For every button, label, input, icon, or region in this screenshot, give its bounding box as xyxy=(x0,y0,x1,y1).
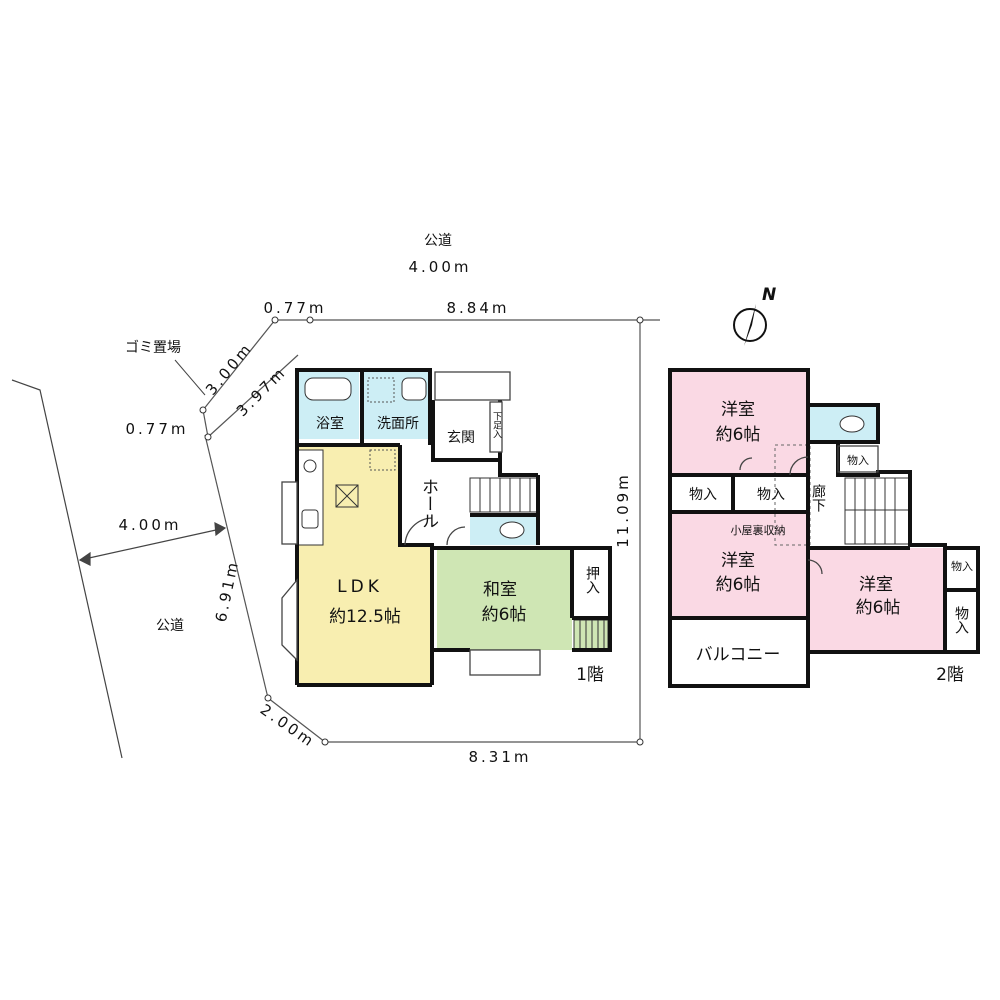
stairs-washitsu xyxy=(573,619,609,651)
room-c xyxy=(810,548,945,652)
dim-left-long: 6.91m xyxy=(212,558,243,623)
label-ldk-size: 約12.5帖 xyxy=(329,607,401,627)
oshiire-1f xyxy=(574,548,608,618)
label-hall: ホール xyxy=(418,478,438,529)
dim-bottom-diag: 2.00m xyxy=(257,700,319,751)
label-washitsu-size: 約6帖 xyxy=(482,605,527,625)
label-entrance: 玄関 xyxy=(447,429,475,446)
label-closet-4: 物入 xyxy=(951,559,973,573)
garbage-label: ゴミ置場 xyxy=(125,339,181,356)
floor1: 浴室 洗面所 玄関 下足入 ホール LDK 約12.5帖 和室 約6帖 押入 1… xyxy=(281,368,612,687)
label-closet-2: 物入 xyxy=(757,487,785,503)
label-oshiire: 押入 xyxy=(584,566,600,594)
dim-top-short: 0.77m xyxy=(263,299,326,317)
balcony xyxy=(670,620,808,686)
shower-icon xyxy=(367,377,395,403)
north-label: N xyxy=(762,285,776,305)
fridge-space xyxy=(369,449,396,471)
label-attic: 小屋裏収納 xyxy=(731,523,786,537)
label-room-b: 洋室 xyxy=(721,551,755,571)
label-room-c: 洋室 xyxy=(859,575,893,595)
skylight-icon xyxy=(335,484,359,508)
west-road xyxy=(11,379,227,759)
toilet-icon-1f xyxy=(499,521,525,539)
sink-icon xyxy=(301,509,319,529)
washitsu-room xyxy=(437,548,572,650)
north-arrow-icon: N xyxy=(733,285,776,346)
washbasin-icon xyxy=(401,377,427,401)
dim-diag1: 3.00m xyxy=(202,339,256,399)
label-bath: 浴室 xyxy=(316,415,344,432)
floor2: 洋室 約6帖 物入 物入 廊下 小屋裏収納 物入 洋室 約6帖 洋室 約6帖 物… xyxy=(668,368,980,688)
label-washitsu: 和室 xyxy=(483,580,517,600)
room-b xyxy=(670,512,808,617)
dim-top-long: 8.84m xyxy=(446,299,509,317)
lot-outline xyxy=(202,319,660,743)
label-room-a: 洋室 xyxy=(721,400,755,420)
room-a xyxy=(670,370,808,475)
dim-bottom: 8.31m xyxy=(468,748,531,766)
label-room-a-size: 約6帖 xyxy=(716,425,761,445)
stairs-2f xyxy=(844,477,910,545)
bathtub-icon xyxy=(304,377,352,401)
label-closet-5: 物入 xyxy=(953,606,969,634)
lot-corners xyxy=(199,316,644,746)
label-wash: 洗面所 xyxy=(377,416,419,432)
road-west-name: 公道 xyxy=(156,618,184,634)
toilet-icon-2f xyxy=(839,415,865,433)
label-closet-3: 物入 xyxy=(847,453,869,467)
label-room-c-size: 約6帖 xyxy=(856,598,901,618)
thin-walls-2f xyxy=(739,445,879,575)
label-ldk: LDK xyxy=(337,577,383,597)
road-north-width: 4.00m xyxy=(408,258,471,276)
thin-walls-1f xyxy=(281,371,541,676)
label-shoe: 下足入 xyxy=(491,412,502,439)
stairs-1f xyxy=(469,477,539,513)
road-west-width: 4.00m xyxy=(118,516,181,534)
dim-right: 11.09m xyxy=(614,472,632,548)
road-north-name: 公道 xyxy=(424,233,452,249)
dim-left-short: 0.77m xyxy=(125,420,188,438)
label-floor2: 2階 xyxy=(936,665,964,685)
garbage-leader xyxy=(174,359,206,396)
kitchen-counter xyxy=(296,449,324,546)
label-room-b-size: 約6帖 xyxy=(716,575,761,595)
walls-1f xyxy=(295,368,612,687)
stove-icon xyxy=(303,459,317,473)
label-balcony: バルコニー xyxy=(696,645,781,665)
walls-2f xyxy=(668,368,980,688)
label-closet-1: 物入 xyxy=(689,487,717,503)
dim-diag2: 3.97m xyxy=(233,363,290,420)
label-floor1: 1階 xyxy=(576,665,604,685)
label-corridor: 廊下 xyxy=(810,483,826,512)
